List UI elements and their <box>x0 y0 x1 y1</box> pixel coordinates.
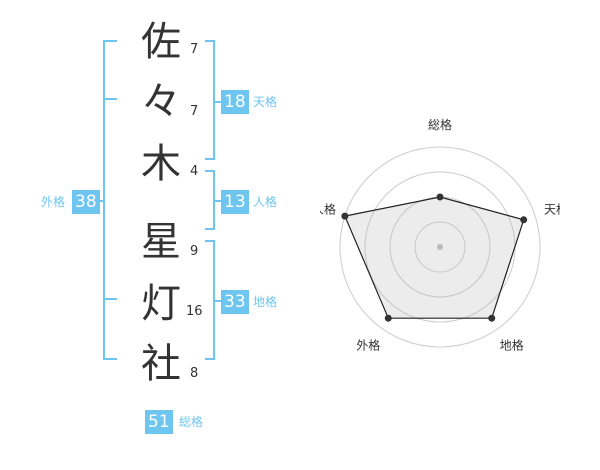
stroke-count-3: 4 <box>190 164 199 179</box>
tenkaku-bracket-top <box>205 40 215 42</box>
radar-point-1 <box>436 193 444 201</box>
gaikaku-label: 外格 <box>41 195 66 209</box>
radar-data-polygon <box>344 196 525 319</box>
jinkaku-score-badge: 13 <box>221 190 249 214</box>
tenkaku-label: 天格 <box>253 95 278 109</box>
name-char-3: 木 <box>141 141 181 187</box>
chikaku-score-badge: 33 <box>221 290 249 314</box>
chikaku-bracket-connector <box>213 300 222 302</box>
gaikaku-score-badge: 38 <box>72 190 100 214</box>
radar-axis-label-5: 人格 <box>320 201 336 216</box>
radar-center-dot <box>437 244 443 250</box>
chikaku-bracket-top <box>205 240 215 242</box>
jinkaku-bracket-connector <box>213 200 222 202</box>
radar-chart: 総格天格地格 外格 人格 <box>320 117 560 353</box>
radar-point-2 <box>520 216 528 224</box>
chikaku-label: 地格 <box>253 295 278 309</box>
name-char-2: 々 <box>141 79 181 125</box>
soukaku-label: 総格 <box>179 415 204 429</box>
tenkaku-bracket-connector <box>213 101 222 103</box>
jinkaku-bracket-bottom <box>205 228 215 230</box>
radar-axis-label-4: 外格 <box>356 338 380 353</box>
radar-axis-label-2: 天格 <box>544 201 560 216</box>
stroke-count-2: 7 <box>190 104 199 119</box>
gaikaku-bracket-bottom <box>103 358 117 360</box>
gaikaku-bracket-top <box>103 40 117 42</box>
radar-ring-1 <box>414 221 466 273</box>
jinkaku-bracket-top <box>205 170 215 172</box>
gaikaku-bracket-connector <box>98 200 104 202</box>
gaikaku-bracket-tick1 <box>103 98 117 100</box>
tenkaku-score-badge: 18 <box>221 90 249 114</box>
name-char-1: 佐 <box>141 19 181 65</box>
stroke-count-6: 8 <box>190 366 199 381</box>
chikaku-bracket-bottom <box>205 358 215 360</box>
gaikaku-bracket-vertical <box>103 40 105 360</box>
radar-point-3 <box>488 314 496 322</box>
name-char-4: 星 <box>141 219 181 265</box>
name-char-5: 灯 <box>141 281 181 327</box>
stroke-count-4: 9 <box>190 244 199 259</box>
radar-axis-label-3: 地格 <box>500 338 524 353</box>
stroke-count-1: 7 <box>190 42 199 57</box>
radar-point-4 <box>384 314 392 322</box>
gaikaku-bracket-tick2 <box>103 298 117 300</box>
tenkaku-bracket-bottom <box>205 158 215 160</box>
jinkaku-label: 人格 <box>253 195 278 209</box>
radar-point-5 <box>341 212 349 220</box>
stroke-count-5: 16 <box>186 304 203 319</box>
name-char-6: 社 <box>141 341 181 387</box>
tenkaku-bracket-vertical <box>213 40 215 160</box>
soukaku-score-badge: 51 <box>145 410 173 434</box>
radar-axis-label-1: 総格 <box>428 117 452 132</box>
